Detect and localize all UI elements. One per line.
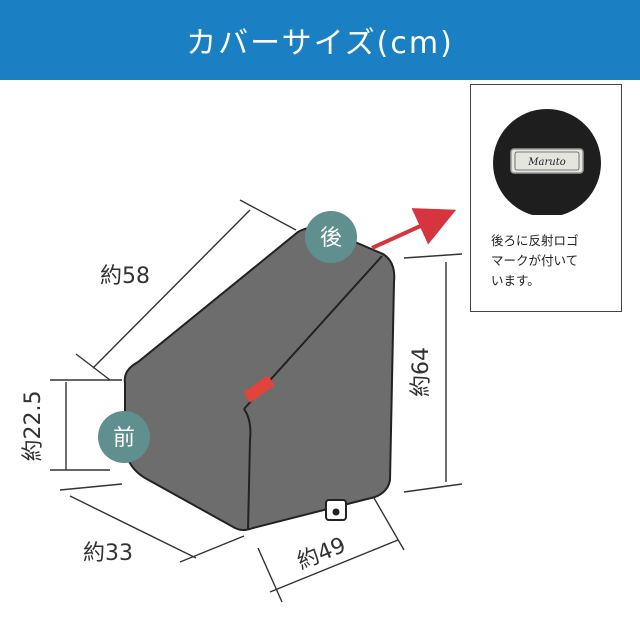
logo-closeup: Maruto (493, 109, 601, 215)
front-face-edge (243, 408, 252, 531)
cover-body (123, 226, 396, 531)
inset-note-line: 後ろに反射ロゴ (491, 233, 579, 248)
inset-note-line: います。 (491, 273, 540, 288)
reflector-strip (243, 375, 275, 403)
rear-height-dimension (403, 253, 463, 493)
page-title: カバーサイズ(cm) (186, 26, 454, 61)
front-width-label: 約33 (83, 541, 133, 566)
rear-width-label: 約49 (294, 533, 350, 575)
logo-plate-inner (514, 151, 580, 171)
rear-height-label: 約64 (409, 347, 434, 397)
front-badge (98, 411, 150, 463)
logo-wordmark: Maruto (527, 157, 565, 168)
top-length-dimension (75, 199, 297, 381)
front-width-dimension (59, 483, 245, 563)
logo-plate (510, 148, 584, 174)
top-length-label: 約58 (100, 264, 150, 289)
header-banner: カバーサイズ(cm) (0, 0, 640, 80)
logo-inset-box: Maruto 後ろに反射ロゴ マークが付いて います。 (470, 84, 622, 312)
front-height-dimension (50, 379, 122, 471)
front-badge-label: 前 (113, 426, 135, 451)
rear-badge-label: 後 (320, 226, 342, 251)
strap-hole (332, 508, 340, 516)
inset-note-line: マークが付いて (491, 253, 579, 268)
rear-badge (305, 211, 357, 263)
logo-pointer-arrow (371, 208, 457, 250)
front-height-label: 約22.5 (21, 391, 46, 462)
rear-width-dimension (257, 497, 405, 603)
inset-note: 後ろに反射ロゴ マークが付いて います。 (491, 231, 611, 291)
